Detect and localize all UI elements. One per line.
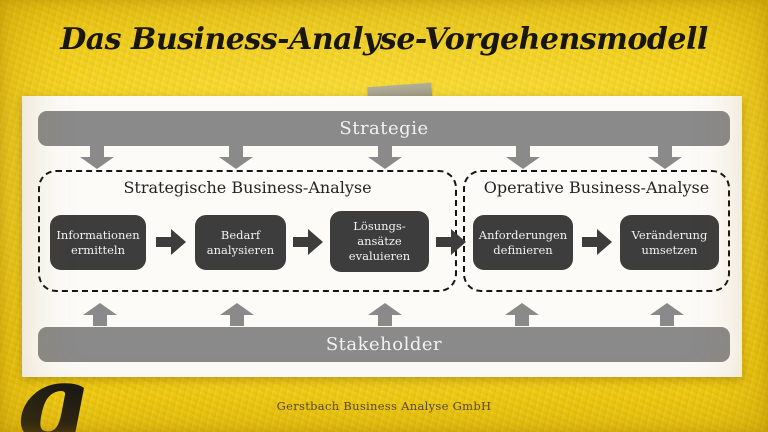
right-arrow-icon [293,229,323,255]
step-line: analysieren [206,242,275,257]
down-arrow-icon [80,146,114,169]
step-line: Bedarf [220,227,261,242]
company-name: Gerstbach Business Analyse GmbH [276,399,492,413]
diagram-card: Strategie Strategische Business-Analyse … [22,96,742,377]
group-frame-operative [463,170,730,292]
step-box-informationen-ermitteln: Informationen ermitteln [50,215,146,270]
up-arrow-icon [83,303,117,326]
up-arrow-icon [650,303,684,326]
down-arrow-icon [648,146,682,169]
up-arrow-icon [368,303,402,326]
step-box-anforderungen-definieren: Anforderungen definieren [473,215,573,270]
stakeholder-bar: Stakeholder [38,327,730,362]
step-line: ansätze [357,234,402,249]
step-line: Informationen [56,227,140,242]
stakeholder-bar-label: Stakeholder [325,334,443,355]
step-line: Veränderung [631,227,708,242]
step-box-veraenderung-umsetzen: Veränderung umsetzen [620,215,719,270]
group-title-strategische: Strategische Business-Analyse [123,178,372,197]
right-arrow-icon [156,229,186,255]
right-arrow-icon [436,229,466,255]
step-line: ermitteln [70,242,126,257]
step-box-loesungsansaetze-evaluieren: Lösungs- ansätze evaluieren [330,211,429,272]
gerstbach-logo: g [16,343,88,432]
down-arrow-icon [506,146,540,169]
group-frame-strategische [38,170,457,292]
strategie-bar: Strategie [38,111,730,146]
step-line: definieren [493,242,553,257]
down-arrow-icon [368,146,402,169]
down-arrow-icon [219,146,253,169]
group-title-operative: Operative Business-Analyse [483,178,710,197]
strategie-bar-label: Strategie [339,118,429,139]
step-line: umsetzen [641,242,698,257]
step-line: Lösungs- [353,219,406,234]
right-arrow-icon [582,229,612,255]
up-arrow-icon [505,303,539,326]
step-line: Anforderungen [478,227,568,242]
step-box-bedarf-analysieren: Bedarf analysieren [195,215,286,270]
step-line: evaluieren [348,248,411,263]
up-arrow-icon [220,303,254,326]
page-title: Das Business-Analyse-Vorgehensmodell [60,22,708,57]
